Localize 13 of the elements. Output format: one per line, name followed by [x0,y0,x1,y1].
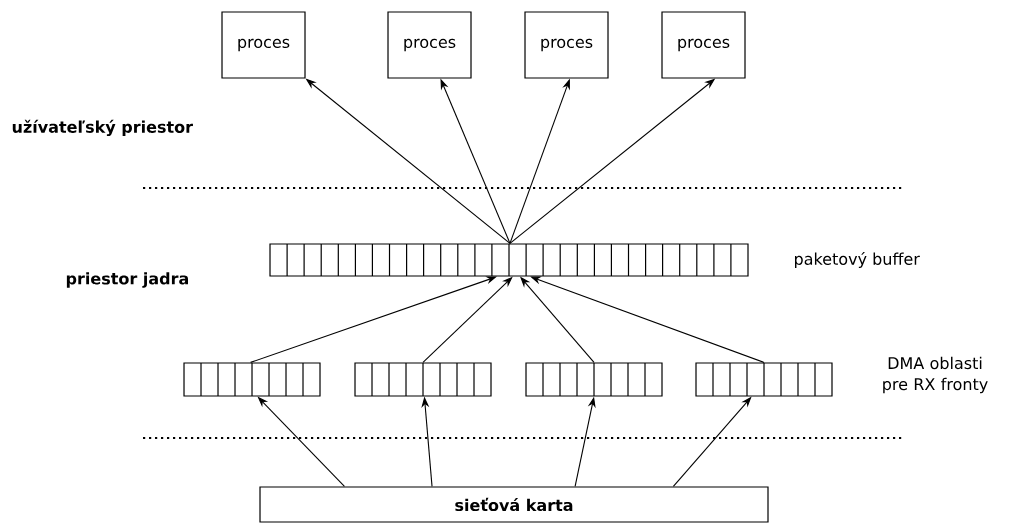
region-label: DMA oblasti pre RX fronty [883,356,988,394]
buffer-bar [183,362,321,397]
process-box: proces [661,11,746,79]
card-box: sieťová karta [259,486,769,523]
process-box: proces [524,11,609,79]
process-box: proces [221,11,306,79]
process-box: proces [387,11,472,79]
region-label: užívateľský priestor [12,119,193,137]
region-label: priestor jadra [66,272,188,288]
buffer-label: paketový buffer [795,251,920,269]
buffer-bar [695,362,833,397]
buffer-bar [354,362,492,397]
buffer-bar [525,362,663,397]
